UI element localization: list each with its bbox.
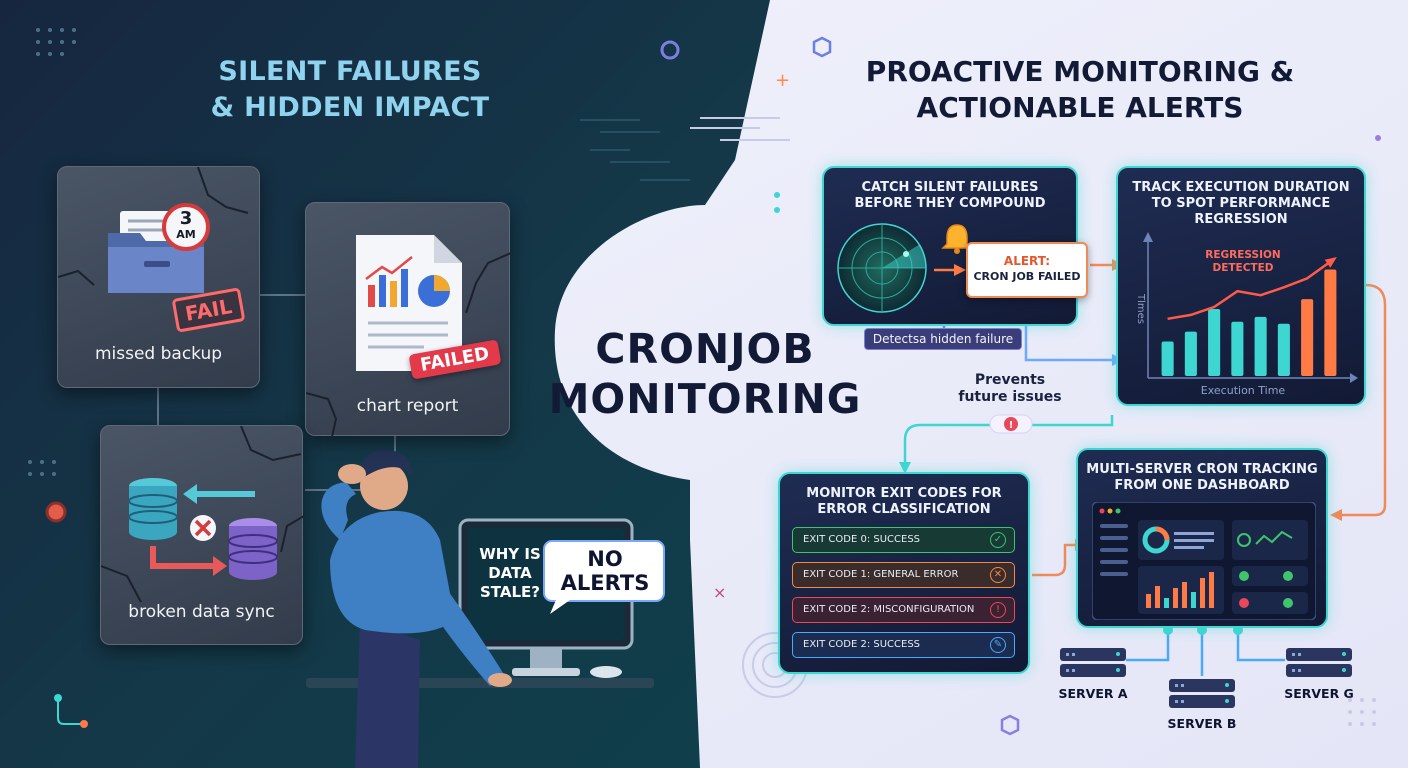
center-title: CRONJOB MONITORING [548,325,862,423]
dot-grid-decor [28,28,76,476]
duration-bar [1277,323,1290,376]
server-a-label: SERVER A [1058,686,1128,701]
chart-report-label: chart report [356,396,459,416]
missed-backup-label: missed backup [94,344,223,364]
broken-data-sync-card: broken data sync [100,425,304,645]
server-g-icon [1286,648,1352,677]
exit-codes-title: MONITOR EXIT CODES FOR ERROR CLASSIFICAT… [806,486,1002,517]
warning-triangle-icon: ! [990,602,1006,618]
x-circle-icon: ✕ [990,567,1006,583]
execution-duration-panel: TRACK EXECUTION DURATION TO SPOT PERFORM… [1116,166,1366,406]
database-sync-icon [128,478,278,580]
ring-decor [660,40,680,60]
exit-code-row: EXIT CODE 1: GENERAL ERROR ✕ [792,562,1015,588]
svg-text:+: + [775,70,790,91]
why-is-data-stale-text: WHY IS DATA STALE? [479,545,541,601]
exit-code-row: EXIT CODE 2: MISCONFIGURATION! [792,597,1015,623]
report-document-icon [356,235,462,371]
folder-document-icon [108,211,204,293]
radar-icon [837,223,966,313]
duration-bar [1231,321,1244,376]
detects-hidden-failure-chip: Detectsa hidden failure [864,328,1022,350]
duration-bar [1254,316,1267,376]
duration-bar [1324,269,1337,376]
exit-code-label: EXIT CODE 1: GENERAL ERROR [803,569,959,580]
dashboard-mockup [1092,502,1316,620]
bell-icon [941,224,973,254]
right-title: PROACTIVE MONITORING & ACTIONABLE ALERTS [865,55,1295,124]
check-circle-icon: ✓ [990,532,1006,548]
prevents-future-issues-text: Prevents future issues [958,372,1062,405]
duration-bar [1208,308,1221,376]
trend-line [1167,260,1332,321]
server-b-label: SERVER B [1167,716,1237,731]
server-a-icon [1060,648,1126,677]
exit-code-label: EXIT CODE 2: SUCCESS [803,639,921,650]
exit-code-row: EXIT CODE 2: SUCCESS ✎ [792,632,1015,658]
chart-report-card: FAILED chart report [305,202,511,437]
execution-duration-title: TRACK EXECUTION DURATION TO SPOT PERFORM… [1132,180,1350,227]
duration-bar [1161,341,1174,376]
svg-text:!: ! [1009,420,1014,431]
trend-arrow [1324,257,1337,268]
duration-bar [1184,331,1197,376]
duration-bar [1301,299,1314,376]
alert-cron-job-failed: ALERT: CRON JOB FAILED [966,242,1088,298]
missed-backup-card: 3 AM FAIL missed backup [57,166,260,388]
exit-code-label: EXIT CODE 0: SUCCESS [803,534,921,545]
catch-failures-title: CATCH SILENT FAILURES BEFORE THEY COMPOU… [854,180,1046,211]
exit-code-row: EXIT CODE 0: SUCCESS ✓ [792,527,1015,553]
confused-person-illustration [321,450,512,768]
regression-detected-label: REGRESSION DETECTED [1205,249,1281,274]
no-alerts-bubble: NO ALERTS [560,547,650,595]
left-title: SILENT FAILURES & HIDDEN IMPACT [210,56,490,123]
y-axis-label: Tlmes [1135,293,1146,324]
broken-data-sync-label: broken data sync [128,602,275,622]
clock-3am-icon: 3 AM [162,203,210,251]
server-g-label: SERVER G [1284,686,1354,701]
execution-duration-chart: Execution Time Tlmes [1135,232,1358,397]
server-b-icon [1169,679,1235,708]
multi-server-title: MULTI-SERVER CRON TRACKING FROM ONE DASH… [1086,462,1318,493]
multi-server-panel: MULTI-SERVER CRON TRACKING FROM ONE DASH… [1076,448,1328,628]
document-edit-icon: ✎ [990,637,1006,653]
svg-text:×: × [713,583,726,602]
x-axis-label: Execution Time [1201,384,1286,397]
exit-code-label: EXIT CODE 2: MISCONFIGURATION [803,604,975,615]
